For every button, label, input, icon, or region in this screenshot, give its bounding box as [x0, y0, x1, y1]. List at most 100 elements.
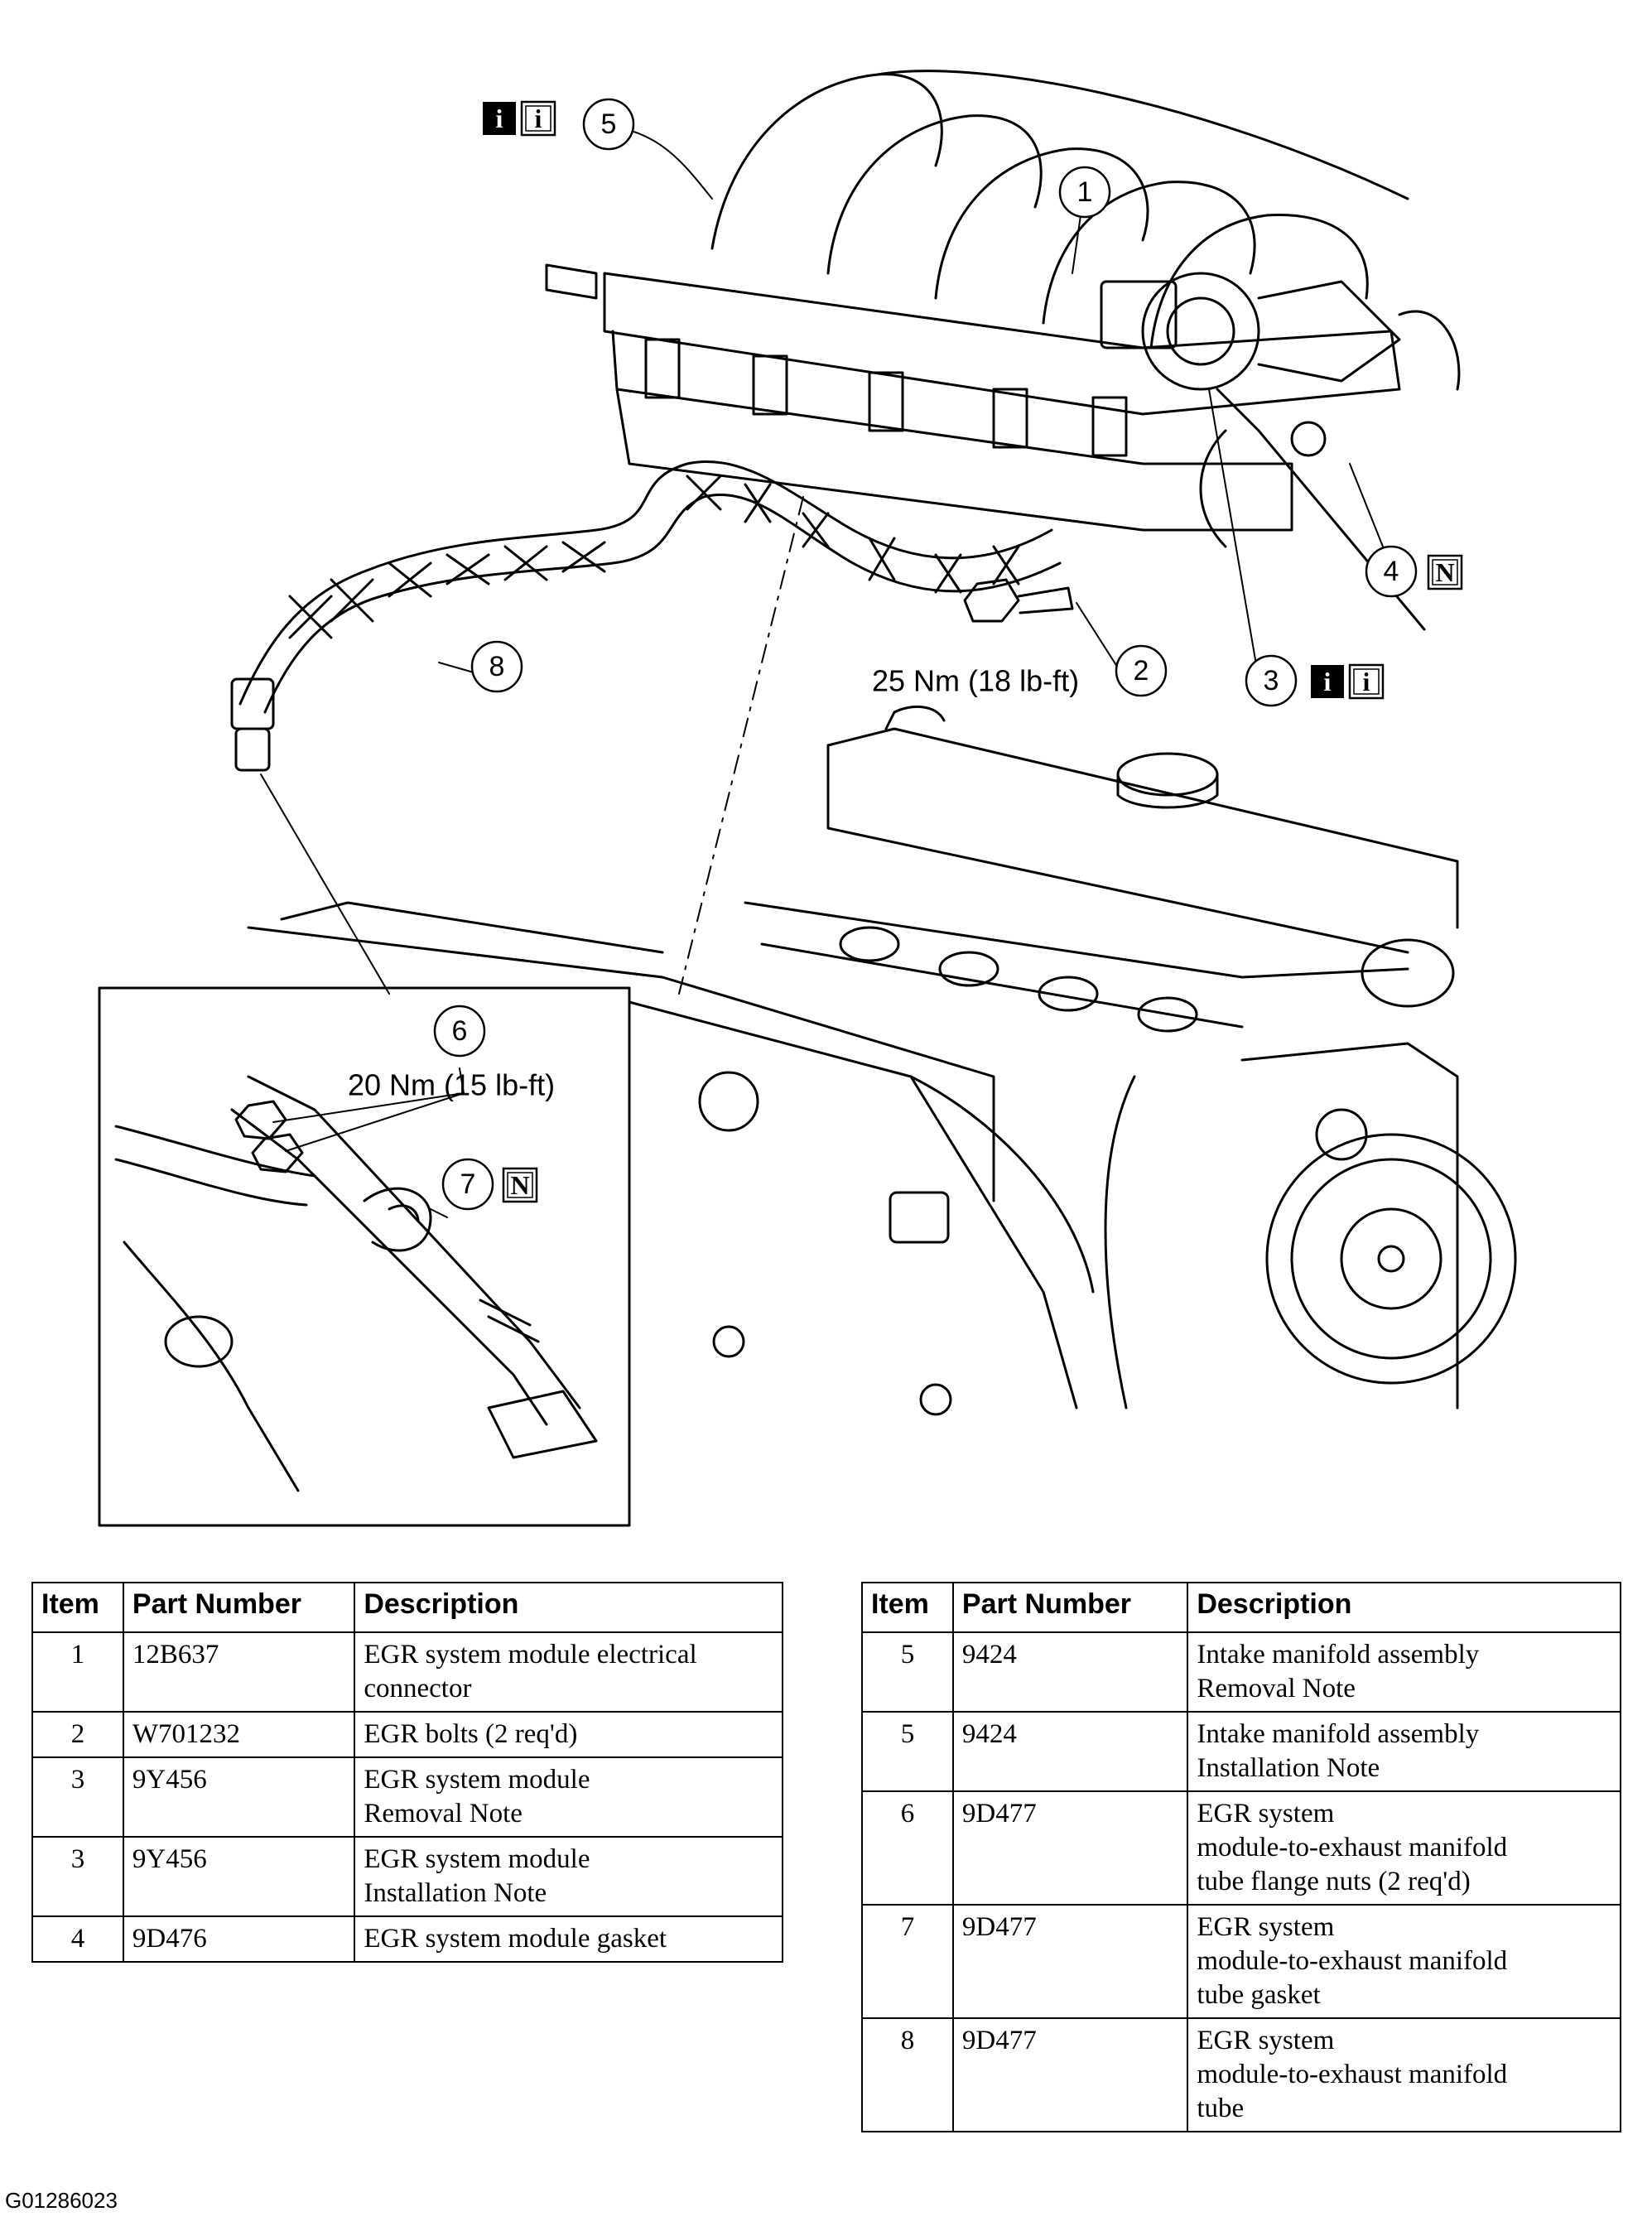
desc-line: Intake manifold assembly: [1197, 1640, 1480, 1670]
leader-lines: [260, 123, 1384, 1218]
header-item: Item: [861, 1582, 954, 1633]
desc-line: tube gasket: [1197, 1980, 1321, 2010]
cell-part-number: 9424: [951, 1631, 1189, 1713]
header-description: Description: [354, 1582, 783, 1633]
cell-item: 6: [861, 1790, 954, 1906]
callout-1: 1: [1058, 166, 1111, 219]
table-row: 4 9D476 EGR system module gasket: [31, 1915, 783, 1963]
cell-part-number: 9Y456: [122, 1756, 356, 1838]
cell-item: 5: [861, 1631, 954, 1713]
intake-manifold-illustration: [545, 70, 1461, 631]
cell-item: 7: [861, 1904, 954, 2019]
table-row: 3 9Y456 EGR system module Installation N…: [31, 1836, 783, 1917]
cell-part-number: 9Y456: [122, 1836, 356, 1917]
cell-part-number: 9424: [951, 1711, 1189, 1792]
cell-item: 4: [31, 1915, 124, 1963]
desc-line: tube flange nuts (2 req'd): [1197, 1867, 1471, 1896]
egr-bolt-illustration: [963, 578, 1074, 623]
svg-text:1: 1: [1077, 176, 1093, 208]
info-icon-outline: [520, 100, 556, 137]
cell-description: EGR system module-to-exhaust manifold tu…: [1187, 1790, 1621, 1906]
desc-line: Installation Note: [1197, 1753, 1380, 1783]
table-header-row: Item Part Number Description: [861, 1582, 1621, 1633]
desc-line: EGR system: [1197, 2026, 1335, 2055]
svg-text:5: 5: [601, 108, 617, 140]
info-icon-outline: [1348, 663, 1385, 700]
exhaust-manifold-illustration: [114, 1075, 598, 1492]
desc-line: Intake manifold assembly: [1197, 1719, 1480, 1749]
callout-8: 8: [470, 640, 523, 693]
cell-item: 8: [861, 2017, 954, 2132]
callout-6: 6 20 Nm (15 lb-ft): [348, 1005, 555, 1102]
callout-5: i i 5: [483, 98, 635, 151]
table-row: 2 W701232 EGR bolts (2 req'd): [31, 1711, 783, 1758]
desc-line: module-to-exhaust manifold: [1197, 1946, 1508, 1976]
cell-part-number: 9D477: [951, 1790, 1189, 1906]
svg-text:3: 3: [1264, 665, 1279, 696]
callout-4: 4 N: [1365, 545, 1463, 598]
cell-description: EGR system module electrical connector: [354, 1631, 783, 1713]
svg-text:i: i: [1363, 667, 1370, 696]
header-item: Item: [31, 1582, 124, 1633]
desc-line: connector: [364, 1674, 472, 1703]
table-row: 6 9D477 EGR system module-to-exhaust man…: [861, 1790, 1621, 1906]
header-part-number: Part Number: [951, 1582, 1189, 1633]
desc-line: EGR system module: [364, 1765, 590, 1795]
table-row: 1 12B637 EGR system module electrical co…: [31, 1631, 783, 1713]
cell-part-number: 9D477: [951, 1904, 1189, 2019]
desc-line: EGR system module: [364, 1844, 590, 1874]
table-row: 5 9424 Intake manifold assembly Removal …: [861, 1631, 1621, 1713]
table-row: 5 9424 Intake manifold assembly Installa…: [861, 1711, 1621, 1792]
cell-description: EGR system module Removal Note: [354, 1756, 783, 1838]
desc-line: EGR system module electrical: [364, 1640, 697, 1670]
desc-line: Removal Note: [364, 1799, 523, 1829]
svg-text:N: N: [1435, 557, 1454, 587]
cell-description: EGR bolts (2 req'd): [354, 1711, 783, 1758]
cell-item: 1: [31, 1631, 124, 1713]
cell-description: EGR system module gasket: [354, 1915, 783, 1963]
svg-text:i: i: [1324, 667, 1332, 696]
desc-line: tube: [1197, 2094, 1245, 2123]
cell-part-number: 9D476: [122, 1915, 356, 1963]
egr-exploded-diagram: i i 5 1 4 N 3 i i 25 Nm (18 lb-ft) 2 8 6: [98, 70, 1517, 1527]
desc-line: EGR system: [1197, 1799, 1335, 1829]
cell-item: 3: [31, 1836, 124, 1917]
figure-id: G01286023: [5, 2188, 118, 2213]
svg-text:8: 8: [489, 651, 505, 682]
callout-3: 3 i i: [1245, 654, 1385, 707]
cell-description: Intake manifold assembly Installation No…: [1187, 1711, 1621, 1792]
svg-text:6: 6: [452, 1015, 468, 1047]
info-icon-filled: [1311, 665, 1344, 698]
desc-line: EGR bolts (2 req'd): [364, 1719, 578, 1749]
desc-line: EGR system module gasket: [364, 1924, 667, 1954]
cell-description: EGR system module-to-exhaust manifold tu…: [1187, 1904, 1621, 2019]
parts-table-right: Item Part Number Description 5 9424 Inta…: [861, 1582, 1621, 2132]
table-row: 3 9Y456 EGR system module Removal Note: [31, 1756, 783, 1838]
table-header-row: Item Part Number Description: [31, 1582, 783, 1633]
egr-tube-illustration: [230, 460, 1062, 772]
table-row: 7 9D477 EGR system module-to-exhaust man…: [861, 1904, 1621, 2019]
cell-part-number: 12B637: [122, 1631, 356, 1713]
cell-part-number: W701232: [122, 1711, 356, 1758]
svg-text:i: i: [535, 104, 542, 133]
desc-line: Removal Note: [1197, 1674, 1356, 1703]
svg-text:i: i: [496, 104, 503, 133]
svg-text:20 Nm (15 lb-ft): 20 Nm (15 lb-ft): [348, 1068, 555, 1102]
svg-text:25 Nm (18 lb-ft): 25 Nm (18 lb-ft): [872, 664, 1079, 698]
note-icon: [1427, 554, 1463, 590]
parts-table-left: Item Part Number Description 1 12B637 EG…: [31, 1582, 783, 1963]
cell-description: Intake manifold assembly Removal Note: [1187, 1631, 1621, 1713]
header-description: Description: [1187, 1582, 1621, 1633]
desc-line: module-to-exhaust manifold: [1197, 1833, 1508, 1862]
inset-detail-frame: [98, 986, 631, 1527]
cell-item: 2: [31, 1711, 124, 1758]
desc-line: module-to-exhaust manifold: [1197, 2060, 1508, 2089]
note-icon: [502, 1167, 538, 1203]
cell-item: 3: [31, 1756, 124, 1838]
table-row: 8 9D477 EGR system module-to-exhaust man…: [861, 2017, 1621, 2132]
header-part-number: Part Number: [122, 1582, 356, 1633]
desc-line: EGR system: [1197, 1912, 1335, 1942]
svg-text:N: N: [510, 1170, 529, 1200]
info-icon-filled: [483, 102, 516, 135]
cell-description: EGR system module-to-exhaust manifold tu…: [1187, 2017, 1621, 2132]
